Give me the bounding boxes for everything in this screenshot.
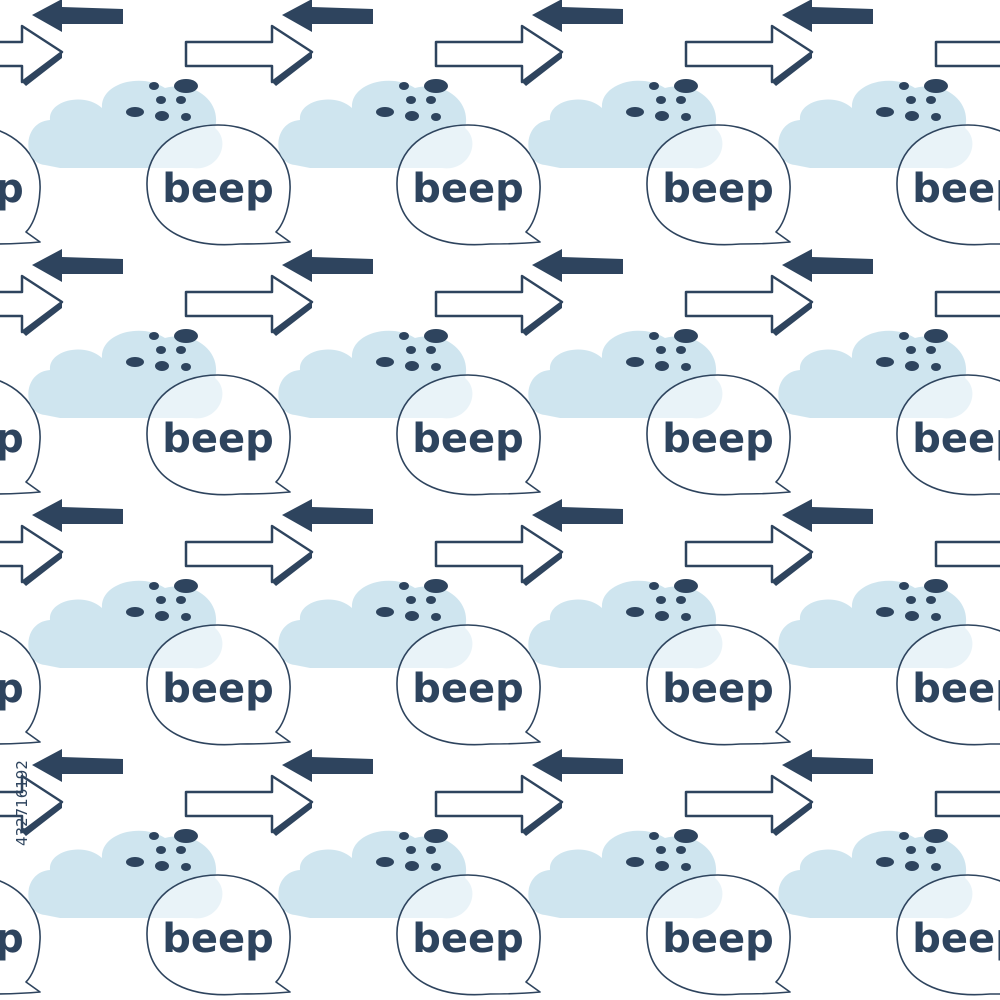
- bubble-label: beep: [412, 916, 524, 962]
- bubble-label: beep: [162, 166, 274, 212]
- pattern-tile: beep: [277, 247, 564, 496]
- bubble-label: beep: [0, 666, 24, 712]
- bubble-label: beep: [0, 166, 24, 212]
- bubble-label: beep: [662, 416, 774, 462]
- bubble-label: beep: [912, 166, 1000, 212]
- pattern-tile: beep: [277, 497, 564, 746]
- pattern-tile: beep: [527, 747, 814, 996]
- bubble-label: beep: [662, 166, 774, 212]
- pattern-tile: beep: [27, 247, 314, 496]
- pattern-tile: beep: [277, 747, 564, 996]
- watermark-id: 432716192: [13, 760, 31, 846]
- bubble-label: beep: [662, 666, 774, 712]
- bubble-label: beep: [162, 666, 274, 712]
- bubble-label: beep: [412, 166, 524, 212]
- bubble-label: beep: [0, 416, 24, 462]
- bubble-label: beep: [912, 916, 1000, 962]
- pattern-tile: beep: [527, 0, 814, 246]
- bubble-label: beep: [912, 666, 1000, 712]
- pattern-tile: beep: [0, 497, 64, 746]
- bubble-label: beep: [662, 916, 774, 962]
- pattern-tile: beep: [27, 747, 314, 996]
- pattern-tile: beep: [777, 0, 1000, 246]
- bubble-label: beep: [412, 416, 524, 462]
- bubble-label: beep: [0, 916, 24, 962]
- bubble-label: beep: [912, 416, 1000, 462]
- pattern-tile: beep: [527, 497, 814, 746]
- bubble-label: beep: [412, 666, 524, 712]
- pattern-tile: beep: [27, 497, 314, 746]
- pattern-tile: beep: [27, 0, 314, 246]
- pattern-tile: beep: [277, 0, 564, 246]
- pattern-tile: beep: [0, 747, 64, 996]
- pattern-tile: beep: [0, 247, 64, 496]
- bubble-label: beep: [162, 916, 274, 962]
- pattern-tile: beep: [777, 247, 1000, 496]
- pattern-tile: beep: [527, 247, 814, 496]
- pattern-tile: beep: [0, 0, 64, 246]
- bubble-label: beep: [162, 416, 274, 462]
- pattern-tile: beep: [777, 747, 1000, 996]
- pattern-tile: beep: [777, 497, 1000, 746]
